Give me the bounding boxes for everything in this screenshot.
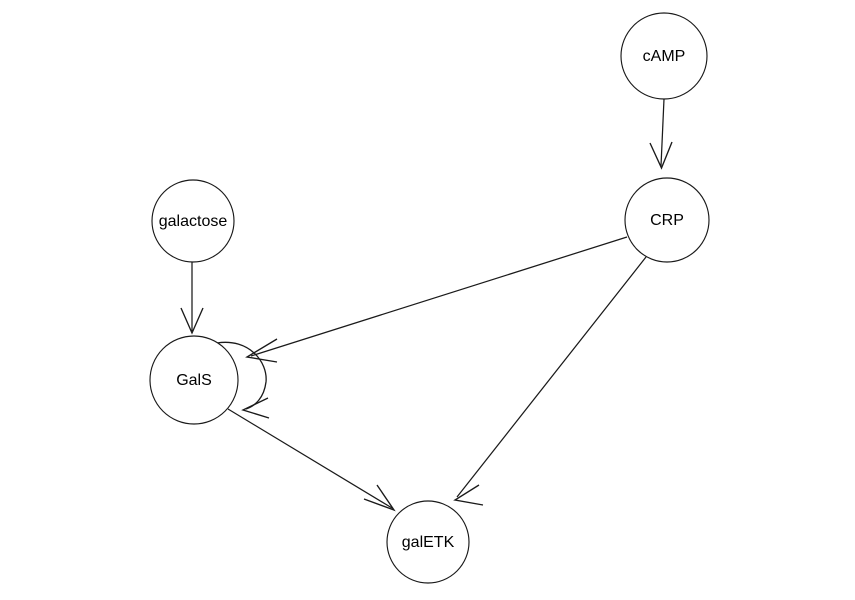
edge-gals-self-loop	[216, 341, 270, 419]
edge-line-crp-galetk	[456, 256, 647, 498]
node-circle-camp[interactable]	[620, 12, 708, 100]
node-circle-galetk[interactable]	[386, 500, 470, 584]
node-circle-crp[interactable]	[624, 177, 710, 263]
edge-gals-to-galetk	[227, 408, 396, 512]
node-galetk[interactable]: galETK	[386, 500, 470, 584]
arrowhead-galactose-gals	[180, 307, 204, 335]
edge-crp-to-galetk	[453, 256, 647, 506]
arrowhead-gals-galetk	[363, 484, 396, 512]
edge-line-crp-gals	[250, 236, 628, 357]
arrowhead-gals-self-loop	[241, 397, 270, 419]
arrowhead-crp-gals	[245, 338, 278, 363]
arrowhead-crp-galetk	[453, 484, 484, 506]
edge-galactose-to-gals	[180, 262, 204, 335]
edge-crp-to-gals	[245, 236, 628, 363]
arrowhead-camp-crp	[649, 141, 673, 170]
node-gals[interactable]: GalS	[149, 335, 239, 425]
node-crp[interactable]: CRP	[624, 177, 710, 263]
node-circle-gals[interactable]	[149, 335, 239, 425]
edge-camp-to-crp	[649, 98, 673, 170]
edge-line-camp-crp	[660, 98, 665, 167]
node-camp[interactable]: cAMP	[620, 12, 708, 100]
node-circle-galactose[interactable]	[151, 179, 235, 263]
node-galactose[interactable]: galactose	[151, 179, 235, 263]
edge-line-gals-galetk	[227, 408, 393, 509]
